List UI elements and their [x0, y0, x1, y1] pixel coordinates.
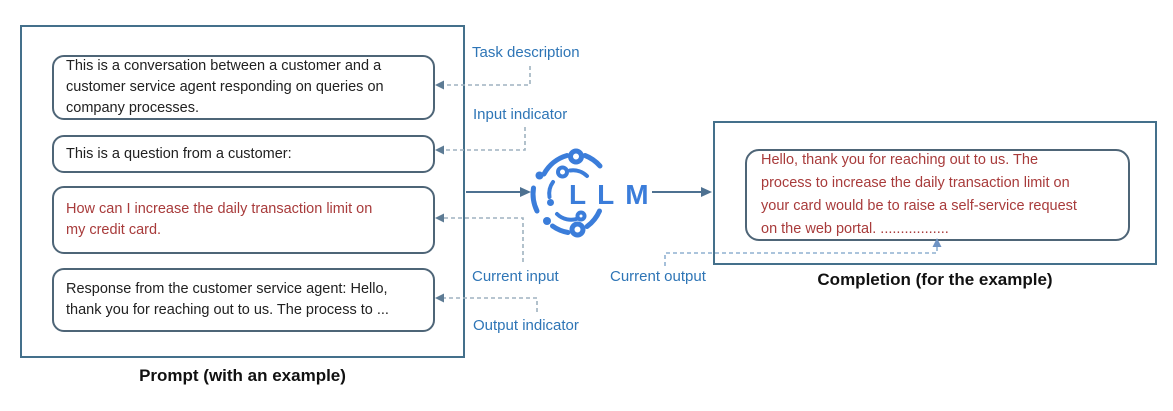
completion-container-box: Hello, thank you for reaching out to us.… [713, 121, 1157, 265]
label-task-description: Task description [472, 44, 580, 61]
prompt-container-box: This is a conversation between a custome… [20, 25, 465, 358]
llm-to-completion-arrowhead [701, 187, 712, 197]
logo-arc-top-left [541, 153, 570, 177]
label-output-indicator: Output indicator [473, 317, 579, 334]
label-input-indicator: Input indicator [473, 106, 568, 123]
llm-label: LLM [569, 179, 660, 210]
label-current-output: Current output [610, 268, 706, 285]
current-input-text: How can I increase the daily transaction… [66, 201, 373, 238]
prompt-caption: Prompt (with an example) [139, 366, 346, 385]
prompt-segment-task-description: This is a conversation between a custome… [52, 55, 435, 120]
logo-inner-arc-bottom [555, 212, 580, 222]
logo-nodes [535, 148, 587, 238]
output-indicator-text: Response from the customer service agent… [66, 281, 389, 318]
prompt-segment-input-indicator: This is a question from a customer: [52, 135, 435, 173]
logo-arc-top-right [582, 153, 603, 169]
label-current-input: Current input [472, 268, 559, 285]
completion-output-box: Hello, thank you for reaching out to us.… [745, 149, 1130, 241]
logo-arc-bottom-right [584, 208, 602, 229]
completion-output-text: Hello, thank you for reaching out to us.… [761, 152, 1077, 237]
prompt-segment-current-input: How can I increase the daily transaction… [52, 186, 435, 254]
logo-inner-arc-top [568, 168, 589, 178]
logo-arc-bottom [550, 223, 571, 235]
task-description-text: This is a conversation between a custome… [66, 58, 384, 116]
llm-logo-icon [530, 148, 603, 238]
completion-caption: Completion (for the example) [817, 270, 1053, 289]
logo-inner-arc-left [547, 180, 555, 199]
prompt-segment-output-indicator: Response from the customer service agent… [52, 268, 435, 332]
logo-arc-left [530, 185, 540, 214]
input-indicator-text: This is a question from a customer: [66, 145, 292, 162]
